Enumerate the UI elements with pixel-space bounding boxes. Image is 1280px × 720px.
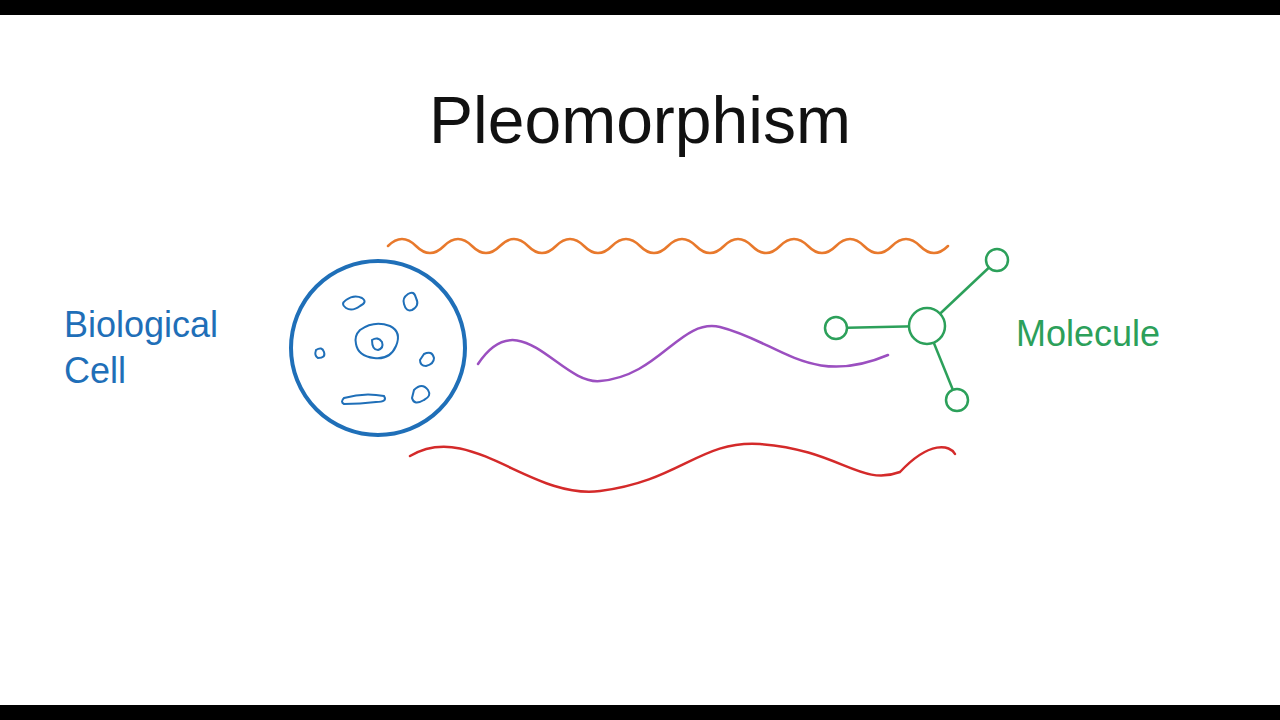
title: Pleomorphism: [0, 82, 1280, 158]
letterbox-bar: [0, 705, 1280, 720]
cell-circle-outline: [288, 258, 468, 438]
atom: [909, 308, 945, 344]
organelle: [343, 296, 365, 309]
organelle: [372, 338, 383, 350]
organelle: [412, 386, 429, 403]
cell-membrane: [291, 261, 465, 435]
organelle: [356, 324, 399, 359]
shape-label: Biological Cell: [64, 302, 264, 394]
molecule-shape-outline: [820, 244, 1012, 416]
atom: [825, 317, 847, 339]
wave-line: [388, 239, 948, 253]
organelle: [342, 394, 385, 404]
organelle: [404, 293, 418, 311]
organelle: [420, 353, 434, 366]
shape-label: Molecule: [1016, 311, 1160, 357]
cell-circle: Biological Cell: [288, 258, 468, 438]
atom: [986, 249, 1008, 271]
organelle: [315, 348, 324, 358]
wave-line: [410, 444, 955, 492]
atom: [946, 389, 968, 411]
molecule-shape: Molecule: [820, 244, 1012, 416]
letterbox-bar: [0, 0, 1280, 15]
